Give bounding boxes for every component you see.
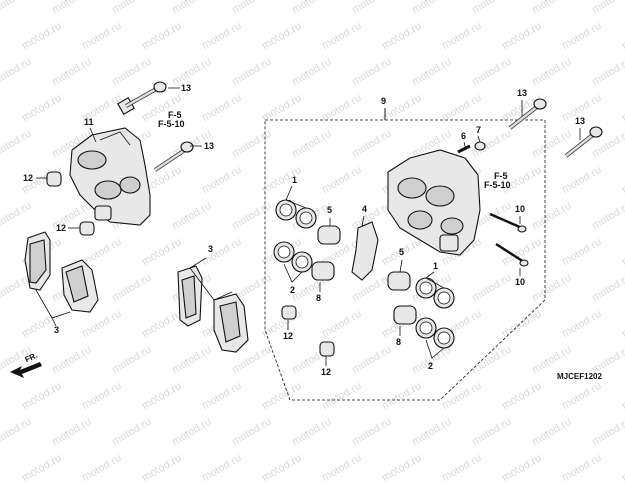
callout-3-center: 3: [208, 244, 214, 254]
callout-2-mid: 2: [290, 285, 296, 295]
leader-lines: [35, 87, 581, 366]
front-arrow-icon: [10, 362, 42, 378]
piston-seal-set-left: [273, 199, 341, 281]
bolt-right-top: [508, 98, 547, 130]
piston-seal-set-right: [387, 271, 455, 349]
reference-right-line2: F-5-10: [484, 180, 511, 191]
diagram-drawing: [10, 81, 603, 401]
callout-13-mid: 13: [204, 141, 215, 151]
spacer-left-b: [79, 221, 95, 236]
callout-9: 9: [381, 96, 387, 106]
spacer-left-a: [46, 171, 62, 187]
callout-10-a: 10: [515, 204, 526, 214]
callout-12-left: 12: [23, 173, 34, 183]
assembly-boundary: [264, 119, 546, 401]
callout-8-right: 8: [396, 337, 402, 347]
callout-1-right: 1: [433, 261, 439, 271]
reference-right: F-5 F-5-10: [484, 171, 511, 191]
diagram-code: MJCEF1202: [557, 372, 602, 381]
callout-3-left: 3: [54, 325, 60, 335]
callout-13-top: 13: [181, 83, 192, 93]
spacer-center: [281, 305, 297, 320]
callout-5-top: 5: [327, 205, 333, 215]
spacer-bottom: [319, 341, 335, 357]
reference-left-line1: F-5: [168, 110, 182, 120]
callout-13-right-a: 13: [517, 88, 528, 98]
callout-13-right-b: 13: [575, 116, 586, 126]
callout-12-center: 12: [283, 331, 294, 341]
bolt-right-b: [564, 126, 603, 158]
left-caliper-body: [69, 127, 151, 226]
callout-11: 11: [84, 117, 94, 127]
callout-2-right: 2: [428, 361, 434, 371]
bolt-left-top: [117, 81, 167, 115]
callout-10-b: 10: [515, 277, 526, 287]
bolt-left-mid: [153, 141, 194, 172]
reference-left-line2: F-5-10: [158, 119, 185, 130]
callout-8-mid: 8: [316, 293, 322, 303]
pad-pin-a: [489, 212, 527, 233]
callout-5-right: 5: [399, 247, 405, 257]
callout-4: 4: [362, 204, 368, 214]
reference-right-line1: F-5: [494, 171, 508, 181]
callout-12-left-b: 12: [56, 223, 67, 233]
callout-7: 7: [476, 125, 482, 135]
pad-pin-b: [495, 242, 529, 267]
bleeder-cap: [474, 141, 486, 151]
center-brake-pads: [177, 265, 249, 353]
left-brake-pads: [24, 231, 99, 313]
callout-12-bottom: 12: [321, 367, 332, 377]
pad-spring: [351, 221, 379, 281]
callout-6: 6: [461, 131, 467, 141]
reference-left: F-5 F-5-10: [158, 110, 185, 130]
callout-1-top: 1: [292, 175, 298, 185]
right-caliper-body: [387, 149, 481, 256]
bleeder-valve: [457, 144, 471, 154]
